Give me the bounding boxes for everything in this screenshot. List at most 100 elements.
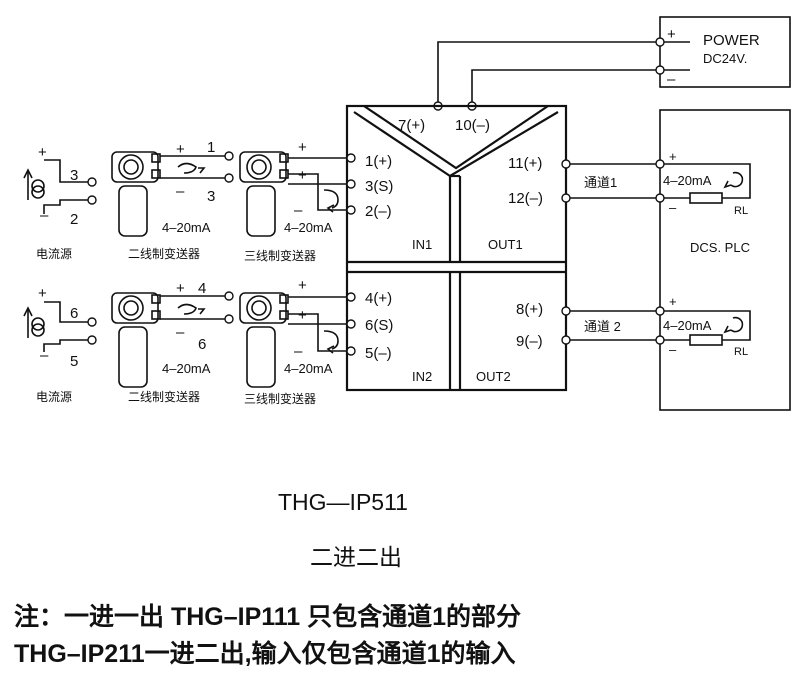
power-minus: –	[667, 71, 676, 88]
row2-3w-plus-mid: +	[298, 307, 307, 324]
power-voltage: DC24V.	[703, 51, 747, 66]
pin-12-label: 12(–)	[508, 190, 543, 207]
row2-2w-caption: 二线制变送器	[128, 389, 200, 404]
pin-11-label: 11(+)	[508, 155, 542, 172]
row2-source-t5: 5	[70, 353, 78, 370]
dcs2-resistor-label: RL	[734, 346, 748, 358]
channel-2-label: 通道 2	[584, 319, 621, 334]
current-source-icon	[31, 179, 45, 193]
power-label: POWER	[703, 32, 760, 49]
row1-2w-t3: 3	[207, 188, 215, 205]
pin-9-terminal	[561, 335, 571, 345]
pin-8-label: 8(+)	[516, 301, 543, 318]
mode-title: 二进二出	[310, 544, 402, 570]
pin-2-terminal	[346, 205, 356, 215]
pin-1-label: 1(+)	[365, 153, 392, 170]
current-source-icon	[31, 317, 45, 331]
note-line-1: 注：一进一出 THG–IP111 只包含通道1的部分	[14, 602, 521, 631]
out1-label: OUT1	[488, 237, 523, 252]
row2-source-minus: –	[40, 347, 49, 364]
row1-source-minus: –	[40, 207, 49, 224]
pin-7-label: 7(+)	[398, 117, 425, 134]
pin-3-label: 3(S)	[365, 178, 393, 195]
row-2-two-wire-transmitter: + 4 – 6 4–20mA 二线制变送器	[111, 280, 234, 404]
row2-3w-caption: 三线制变送器	[244, 391, 316, 406]
pin-5-label: 5(–)	[365, 345, 392, 362]
pin-4-label: 4(+)	[365, 290, 392, 307]
power-box	[659, 16, 791, 88]
pin-4-terminal	[346, 292, 356, 302]
row1-source-t2: 2	[70, 211, 78, 228]
transmitter-icon	[111, 292, 161, 388]
isolator-module: 7(+) 10(–) 1(+) 3(S) 2(–) IN1 4(+) 6(S) …	[345, 104, 568, 392]
pin-1-terminal	[346, 153, 356, 163]
dcs2-plus: +	[669, 294, 677, 309]
power-plus: +	[667, 26, 676, 43]
row2-source-t6: 6	[70, 305, 78, 322]
dcs-label: DCS. PLC	[690, 240, 750, 255]
pin-5-terminal	[346, 346, 356, 356]
row2-2w-t4: 4	[198, 280, 206, 297]
row1-2w-plus: +	[176, 141, 185, 158]
row1-3w-caption: 三线制变送器	[244, 248, 316, 263]
out2-label: OUT2	[476, 369, 511, 384]
row-1-current-source: + – 3 2 电流源	[23, 144, 97, 261]
dcs1-neg-terminal	[655, 193, 665, 203]
power-neg-terminal	[655, 65, 665, 75]
row2-2w-minus: –	[176, 324, 185, 341]
row-2-three-wire-transmitter: + + – 4–20mA 三线制变送器	[239, 277, 347, 406]
note-line-2: THG–IP211一进二出,输入仅包含通道1的输入	[14, 639, 515, 668]
model-title: THG—IP511	[278, 489, 408, 515]
pin-2-label: 2(–)	[365, 203, 392, 220]
row2-source-plus: +	[38, 285, 47, 302]
row1-3w-current: 4–20mA	[284, 220, 333, 235]
row1-3w-minus: –	[294, 202, 303, 219]
row1-2w-t1: 1	[207, 139, 215, 156]
row2-2w-plus: +	[176, 280, 185, 297]
transmitter-icon	[239, 151, 289, 237]
power-pos-terminal	[655, 37, 665, 47]
row2-2w-t6: 6	[198, 336, 206, 353]
row1-2w-current: 4–20mA	[162, 220, 211, 235]
dcs1-current: 4–20mA	[663, 173, 712, 188]
resistor-1	[689, 192, 723, 204]
row-2-current-source: + – 6 5 电流源	[23, 285, 97, 404]
row2-source-caption: 电流源	[36, 390, 72, 404]
row-1-two-wire-transmitter: + 1 – 3 4–20mA 二线制变送器	[111, 139, 234, 261]
row-1-three-wire-transmitter: + + – 4–20mA 三线制变送器	[239, 139, 347, 263]
dcs1-plus: +	[669, 149, 677, 164]
power-supply: + POWER DC24V. –	[655, 16, 791, 88]
dcs1-pos-terminal	[655, 159, 665, 169]
dcs1-resistor-label: RL	[734, 205, 748, 217]
module-outline	[345, 104, 568, 392]
pin-6-terminal	[346, 319, 356, 329]
dcs-plc: DCS. PLC + 4–20mA – RL + 4–20mA – RL	[659, 109, 791, 411]
dcs2-neg-terminal	[655, 335, 665, 345]
row2-3w-plus-top: +	[298, 277, 307, 294]
row1-2w-minus: –	[176, 183, 185, 200]
row1-source-plus: +	[38, 144, 47, 161]
pin-12-terminal	[561, 193, 571, 203]
dcs1-minus: –	[669, 200, 677, 215]
pin-8-terminal	[561, 306, 571, 316]
pin-9-label: 9(–)	[516, 333, 543, 350]
channel-1-label: 通道1	[584, 175, 617, 190]
pin-3-terminal	[346, 179, 356, 189]
row1-source-caption: 电流源	[36, 247, 72, 261]
dcs2-minus: –	[669, 342, 677, 357]
dcs2-pos-terminal	[655, 306, 665, 316]
row1-3w-plus-mid: +	[298, 167, 307, 184]
pin-6-label: 6(S)	[365, 317, 393, 334]
pin-10-label: 10(–)	[455, 117, 490, 134]
power-neg-wire	[471, 69, 656, 103]
in2-label: IN2	[412, 369, 432, 384]
row1-source-t3: 3	[70, 167, 78, 184]
pin-11-terminal	[561, 159, 571, 169]
row1-3w-plus-top: +	[298, 139, 307, 156]
in1-label: IN1	[412, 237, 432, 252]
transmitter-icon	[239, 292, 289, 388]
row2-3w-current: 4–20mA	[284, 361, 333, 376]
row2-3w-minus: –	[294, 343, 303, 360]
